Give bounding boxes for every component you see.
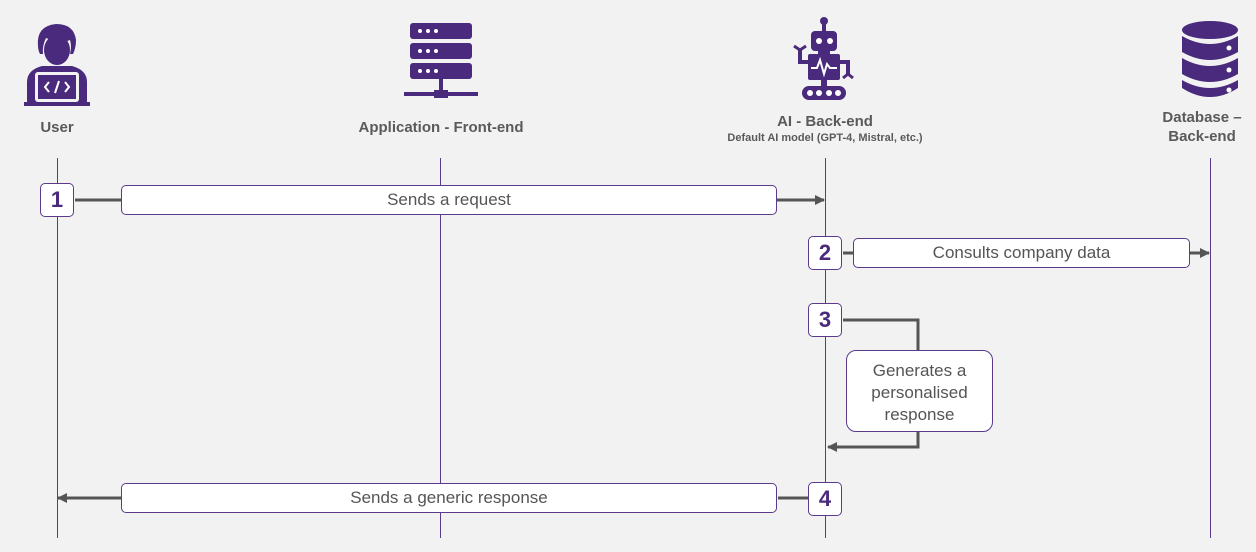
actor-database-line1: Database – (1162, 109, 1242, 126)
actor-ai-title: AI - Back-end (777, 113, 873, 130)
robot-icon (793, 17, 854, 100)
step-2-badge: 2 (808, 236, 842, 270)
note-line-2: personalised (871, 383, 968, 402)
database-icon (1182, 21, 1238, 97)
actor-database-line2: Back-end (1168, 128, 1236, 145)
actor-frontend-label: Application - Front-end (358, 119, 524, 136)
note-line-3: response (884, 405, 955, 424)
note-line-1: Generates a (872, 361, 967, 380)
developer-user-icon (24, 24, 90, 106)
lifeline-ai (825, 158, 826, 538)
actor-ai-subtitle: Default AI model (GPT-4, Mistral, etc.) (727, 132, 923, 144)
lifeline-frontend (440, 158, 441, 538)
lifeline-database (1210, 158, 1211, 538)
step-1-badge: 1 (40, 183, 74, 217)
note-generates-response: Generates a personalised response (846, 350, 993, 432)
actor-user-label: User (40, 119, 74, 136)
lifeline-user (57, 158, 58, 538)
actor-ai-label: AI - Back-end Default AI model (GPT-4, M… (727, 112, 922, 145)
server-rack-icon (404, 23, 478, 98)
actor-database-label: Database – Back-end (1162, 108, 1241, 146)
step-4-badge: 4 (808, 482, 842, 516)
step-3-badge: 3 (808, 303, 842, 337)
arrow-step3-loop (827, 318, 920, 452)
message-generic-response: Sends a generic response (121, 483, 777, 513)
message-consults-data: Consults company data (853, 238, 1190, 268)
message-sends-request: Sends a request (121, 185, 777, 215)
